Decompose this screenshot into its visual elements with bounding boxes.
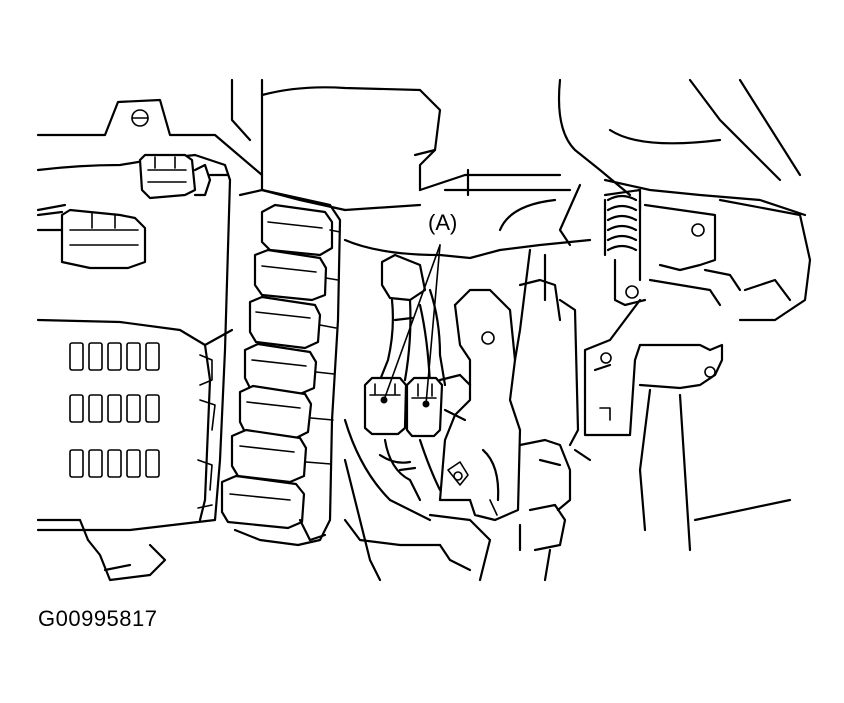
figure-id: G00995817 xyxy=(38,606,158,631)
callout-label-a: (A) xyxy=(428,210,457,235)
right-bracket xyxy=(583,198,812,552)
fuse-grid xyxy=(69,342,160,478)
dashboard-structure xyxy=(36,78,807,260)
fuse-box xyxy=(36,153,234,582)
relay-stack xyxy=(220,188,342,547)
coil-spring xyxy=(603,188,722,307)
harness-connectors: (A) xyxy=(343,210,492,582)
center-bracket xyxy=(438,248,592,582)
